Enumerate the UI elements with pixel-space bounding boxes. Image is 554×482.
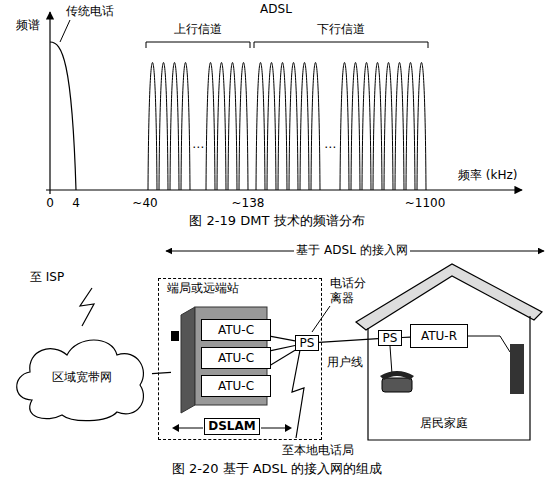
leader-line (60, 20, 70, 42)
voice-band-curve (50, 42, 76, 190)
splitter-box: PS (378, 330, 402, 346)
connector-line (319, 339, 378, 343)
upstream-bracket (146, 42, 250, 48)
cloud-label: 区域宽带网 (52, 370, 112, 385)
unit-label: ATU-R (421, 329, 457, 344)
connector-line (271, 346, 295, 351)
unit-label: ATU-C (218, 379, 254, 394)
edge-label: 用户线 (327, 355, 363, 370)
telephone-body (382, 378, 412, 392)
y-axis (49, 12, 50, 194)
tick-label: ~138 (232, 196, 265, 211)
atu-c-unit: ATU-C (201, 347, 271, 369)
tick-label: 4 (72, 196, 80, 211)
arrow-head (285, 424, 292, 432)
band-label: 传统电话 (66, 4, 114, 19)
office-region: 端局或远端站 DSLAM ATU-C ATU-C ATU-C PS (158, 278, 322, 440)
cloud-shape (17, 340, 144, 421)
callout-label: 电话分离器 (328, 276, 370, 306)
tick-label: ~1100 (405, 196, 446, 211)
splitter-box: PS (295, 335, 319, 351)
dslam-label: DSLAM (204, 418, 259, 435)
connector-line (402, 337, 410, 339)
splitter-label: PS (383, 331, 398, 346)
telephone-handset (380, 371, 414, 380)
axis-title: 频率 (kHz) (458, 168, 517, 183)
tick-label: ~40 (132, 196, 157, 211)
atu-r-unit: ATU-R (410, 324, 468, 348)
pc-wire (468, 336, 510, 352)
house-label: 居民家庭 (420, 416, 468, 431)
connector-line (271, 336, 295, 340)
upstream-subchannels (148, 63, 248, 191)
arrow-head (172, 424, 179, 432)
figure-caption: 图 2-20 基于 ADSL 的接入网的组成 (172, 461, 382, 477)
atu-c-unit: ATU-C (201, 375, 271, 397)
band-label: ADSL (260, 2, 292, 17)
dslam-rack: DSLAM ATU-C ATU-C ATU-C (171, 301, 293, 437)
house-outline: 居民家庭 PS ATU-R (354, 262, 544, 444)
callout-label: 至本地电话局 (282, 443, 354, 458)
lightning-link (80, 288, 94, 326)
atu-c-unit: ATU-C (201, 319, 271, 341)
phone-wire (390, 346, 392, 374)
splitter-label: PS (300, 336, 315, 351)
connector-line (152, 372, 171, 373)
downstream-subchannels (256, 63, 426, 191)
port-symbol (171, 331, 179, 341)
roof-shape (356, 264, 542, 330)
figure-caption: 图 2-19 DMT 技术的频谱分布 (189, 213, 364, 229)
channel-label: 下行信道 (317, 22, 365, 37)
span-line (261, 428, 289, 429)
lightning-link (292, 350, 304, 438)
rack-side (181, 307, 195, 413)
channel-label: 上行信道 (174, 22, 222, 37)
x-axis (46, 189, 522, 190)
axis-title: 频谱 (16, 18, 40, 33)
pc-tower (510, 344, 524, 394)
ellipsis-mark: ⋯ (324, 140, 336, 155)
tick-label: 0 (46, 196, 54, 211)
callout-label: 至 ISP (30, 270, 64, 285)
region-heading: 端局或远端站 (167, 281, 239, 296)
house-walls (368, 316, 530, 440)
cloud-node: 区域宽带网 (12, 330, 152, 425)
unit-label: ATU-C (218, 323, 254, 338)
leader-line (312, 306, 330, 332)
span-line (175, 428, 203, 429)
downstream-bracket (254, 42, 428, 48)
ellipsis-mark: ⋯ (192, 140, 204, 155)
span-label: 基于 ADSL 的接入网 (294, 243, 409, 258)
unit-label: ATU-C (218, 351, 254, 366)
